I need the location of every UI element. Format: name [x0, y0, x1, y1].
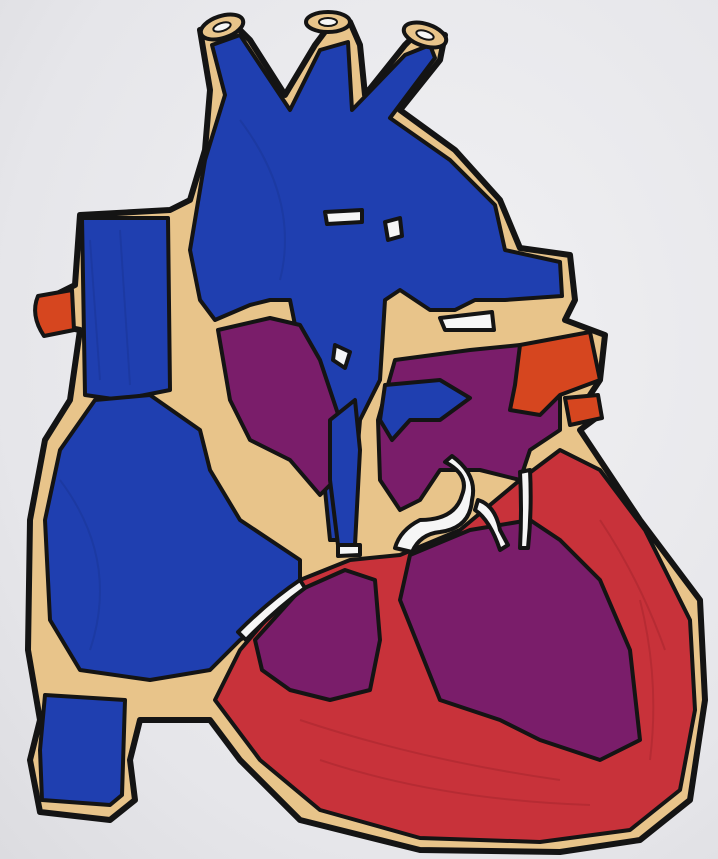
septum-base — [338, 545, 360, 556]
left-orange-stub — [35, 290, 74, 336]
septum-blue — [330, 400, 360, 545]
inferior-vena-cava — [40, 695, 125, 805]
pulmonary-vein-lower — [565, 395, 602, 425]
arch-window-right — [385, 218, 402, 240]
mitral-valve-right — [520, 470, 531, 548]
arch-window-left — [325, 210, 362, 224]
